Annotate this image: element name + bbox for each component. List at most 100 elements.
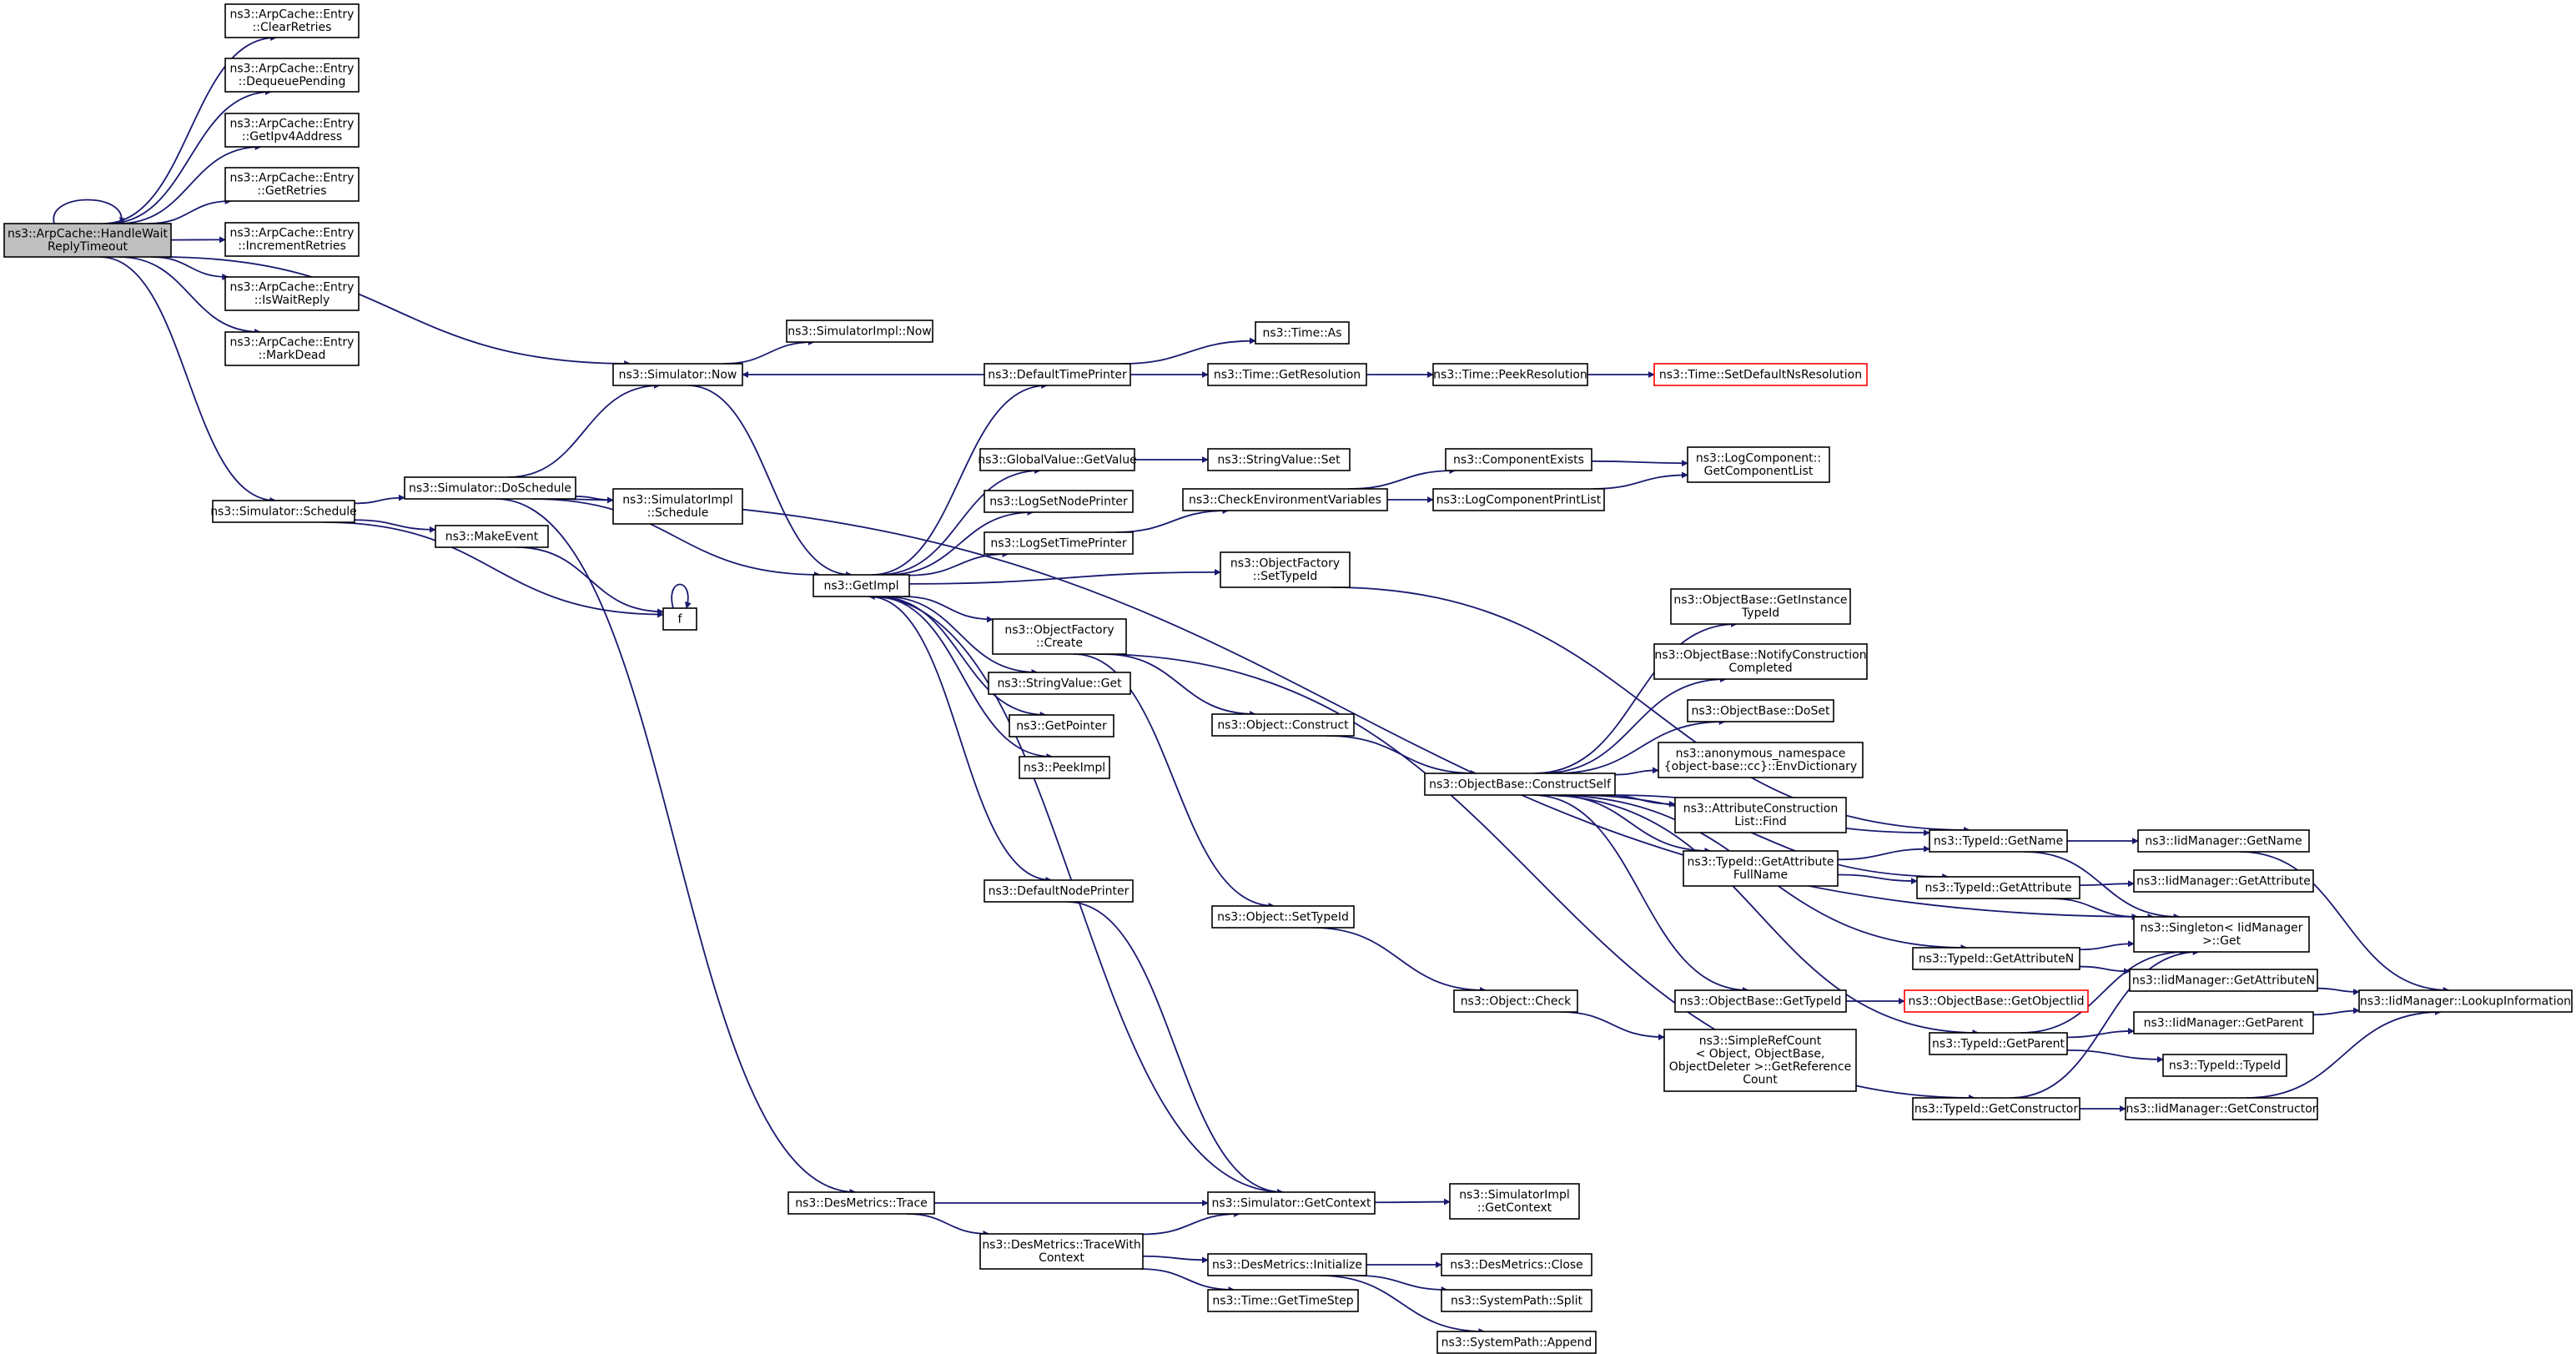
call-edge-f-to-f (671, 583, 692, 609)
node-box (1432, 363, 1588, 386)
node-typeIdGetParent[interactable]: ns3::TypeId::GetParent (1929, 1032, 2068, 1055)
node-box (404, 476, 576, 500)
node-objConstruct[interactable]: ns3::Object::Construct (1211, 713, 1355, 737)
node-simImplGetContext[interactable]: ns3::SimulatorImpl::GetContext (1449, 1183, 1580, 1220)
call-edge-iidGetAttributeN-to-iidLookupInformation (2317, 987, 2360, 996)
call-edge-getImpl-to-getPointer (877, 596, 1047, 718)
node-constructSelf[interactable]: ns3::ObjectBase::ConstructSelf (1424, 773, 1616, 796)
node-makeEvent[interactable]: ns3::MakeEvent (435, 525, 549, 548)
node-simImplSchedule[interactable]: ns3::SimulatorImpl::Schedule (612, 488, 743, 525)
node-setDefaultNsResolution[interactable]: ns3::Time::SetDefaultNsResolution (1653, 363, 1868, 386)
node-label: ns3::AttributeConstruction (1683, 803, 1838, 816)
node-label: ns3::Time::PeekResolution (1433, 368, 1587, 381)
node-box (2133, 869, 2314, 893)
node-peekResolution[interactable]: ns3::Time::PeekResolution (1432, 363, 1588, 386)
node-incrementRetries[interactable]: ns3::ArpCache::Entry::IncrementRetries (224, 222, 360, 257)
node-peekImpl[interactable]: ns3::PeekImpl (1019, 756, 1110, 779)
node-typeIdGetAttributeN[interactable]: ns3::TypeId::GetAttributeN (1912, 947, 2080, 970)
node-logSetTimePrinter[interactable]: ns3::LogSetTimePrinter (984, 531, 1134, 555)
node-singletonGet[interactable]: ns3::Singleton< IidManager >::Get (2133, 916, 2310, 953)
node-label: ns3::anonymous_namespace (1676, 747, 1846, 761)
node-objBaseGetTypeId[interactable]: ns3::ObjectBase::GetTypeId (1674, 989, 1847, 1013)
node-timeAs[interactable]: ns3::Time::As (1255, 321, 1350, 345)
node-ofSetTypeId[interactable]: ns3::ObjectFactory::SetTypeId (1220, 551, 1351, 588)
node-logSetNodePrinter[interactable]: ns3::LogSetNodePrinter (984, 490, 1134, 513)
node-label: ns3::StringValue::Get (997, 677, 1122, 690)
node-getImpl[interactable]: ns3::GetImpl (813, 574, 910, 597)
node-timeGetTimeStep[interactable]: ns3::Time::GetTimeStep (1207, 1289, 1359, 1312)
node-simGetContext[interactable]: ns3::Simulator::GetContext (1207, 1191, 1376, 1215)
node-box (1207, 1191, 1376, 1215)
node-getPointer[interactable]: ns3::GetPointer (1009, 714, 1114, 737)
node-systemPathAppend[interactable]: ns3::SystemPath::Append (1436, 1331, 1597, 1354)
call-edge-constructSelf-to-typeIdGetAttribute (1570, 794, 1950, 880)
node-defaultTimePrinter[interactable]: ns3::DefaultTimePrinter (984, 363, 1131, 386)
node-checkEnvVars[interactable]: ns3::CheckEnvironmentVariables (1182, 488, 1388, 511)
node-stringValueGet[interactable]: ns3::StringValue::Get (988, 672, 1131, 695)
node-componentExists[interactable]: ns3::ComponentExists (1445, 448, 1592, 471)
node-getResolution[interactable]: ns3::Time::GetResolution (1207, 363, 1367, 386)
node-iidLookupInformation[interactable]: ns3::IidManager::LookupInformation (2358, 989, 2573, 1013)
node-objSetTypeId[interactable]: ns3::Object::SetTypeId (1211, 905, 1355, 929)
node-systemPathSplit[interactable]: ns3::SystemPath::Split (1441, 1289, 1592, 1312)
node-clearRetries[interactable]: ns3::ArpCache::Entry::ClearRetries (224, 3, 360, 38)
node-typeIdGetName[interactable]: ns3::TypeId::GetName (1929, 829, 2068, 853)
node-ofCreate[interactable]: ns3::ObjectFactory::Create (992, 618, 1127, 655)
node-box (992, 618, 1127, 655)
node-logComponentPrintList[interactable]: ns3::LogComponentPrintList (1432, 488, 1605, 511)
node-dequeuePending[interactable]: ns3::ArpCache::Entry::DequeuePending (224, 58, 360, 93)
node-f[interactable]: f (662, 607, 697, 631)
node-doSet[interactable]: ns3::ObjectBase::DoSet (1687, 699, 1834, 722)
node-markDead[interactable]: ns3::ArpCache::Entry::MarkDead (224, 331, 360, 366)
node-typeIdGetAttribute[interactable]: ns3::TypeId::GetAttribute (1916, 876, 2080, 899)
node-objCheck[interactable]: ns3::Object::Check (1453, 989, 1578, 1013)
node-defaultNodePrinter[interactable]: ns3::DefaultNodePrinter (984, 879, 1134, 903)
call-edge-defaultNodePrinter-to-simGetContext (1066, 901, 1285, 1195)
node-getRetries[interactable]: ns3::ArpCache::Entry::GetRetries (224, 167, 360, 202)
node-getObjectIid[interactable]: ns3::ObjectBase::GetObjectIid (1904, 989, 2089, 1013)
edges-layer (53, 34, 2450, 1335)
node-notifyConstruction[interactable]: ns3::ObjectBase::NotifyConstructionCompl… (1653, 643, 1868, 680)
node-stringValueSet[interactable]: ns3::StringValue::Set (1207, 448, 1351, 471)
node-label: ns3::DesMetrics::Close (1450, 1258, 1583, 1271)
node-globalValueGetValue[interactable]: ns3::GlobalValue::GetValue (978, 448, 1137, 471)
node-getIpv4Address[interactable]: ns3::ArpCache::Entry::GetIpv4Address (224, 113, 360, 148)
node-simImplNow[interactable]: ns3::SimulatorImpl::Now (786, 320, 933, 343)
node-getComponentList[interactable]: ns3::LogComponent::GetComponentList (1687, 446, 1830, 483)
node-isWaitReply[interactable]: ns3::ArpCache::Entry::IsWaitReply (224, 276, 360, 311)
node-iidGetAttribute[interactable]: ns3::IidManager::GetAttribute (2133, 869, 2314, 893)
node-iidGetParent[interactable]: ns3::IidManager::GetParent (2133, 1011, 2314, 1034)
call-edge-typeIdGetParent-to-singletonGet (2020, 949, 2186, 1034)
node-doSchedule[interactable]: ns3::Simulator::DoSchedule (404, 476, 576, 500)
node-iidGetName[interactable]: ns3::IidManager::GetName (2137, 829, 2310, 853)
call-edge-traceWithContext-to-simGetContext (1142, 1211, 1241, 1236)
node-label: ns3::ObjectBase::GetInstance (1673, 594, 1847, 607)
call-edge-simSchedule-to-makeEvent (354, 519, 436, 533)
node-label: ::DequeuePending (239, 75, 346, 88)
node-iidGetAttributeN[interactable]: ns3::IidManager::GetAttributeN (2129, 969, 2318, 992)
node-label: ns3::ArpCache::Entry (230, 227, 355, 240)
node-label: ns3::Simulator::GetContext (1211, 1196, 1371, 1210)
node-iidGetConstructor[interactable]: ns3::IidManager::GetConstructor (2125, 1097, 2318, 1120)
node-simSchedule[interactable]: ns3::Simulator::Schedule (210, 500, 357, 523)
node-box (1670, 588, 1851, 625)
node-simpleRefCount[interactable]: ns3::SimpleRefCount< Object, ObjectBase,… (1663, 1029, 1857, 1092)
node-label: ns3::IidManager::GetAttribute (2136, 874, 2311, 888)
node-label: ns3::IidManager::GetName (2145, 834, 2302, 848)
node-box (1432, 488, 1605, 511)
node-desMetricsTrace[interactable]: ns3::DesMetrics::Trace (787, 1191, 935, 1215)
node-desMetricsClose[interactable]: ns3::DesMetrics::Close (1441, 1253, 1592, 1276)
node-label: ns3::TypeId::GetAttribute (1688, 856, 1834, 869)
node-envDictionary[interactable]: ns3::anonymous_namespace{object-base::cc… (1658, 742, 1864, 778)
node-desMetricsInitialize[interactable]: ns3::DesMetrics::Initialize (1207, 1253, 1367, 1276)
node-typeIdGetConstructor[interactable]: ns3::TypeId::GetConstructor (1912, 1097, 2080, 1120)
call-edge-constructSelf-to-getInstanceTypeId (1534, 621, 1738, 774)
node-simNow[interactable]: ns3::Simulator::Now (612, 363, 743, 386)
node-typeIdTypeId[interactable]: ns3::TypeId::TypeId (2162, 1054, 2287, 1077)
